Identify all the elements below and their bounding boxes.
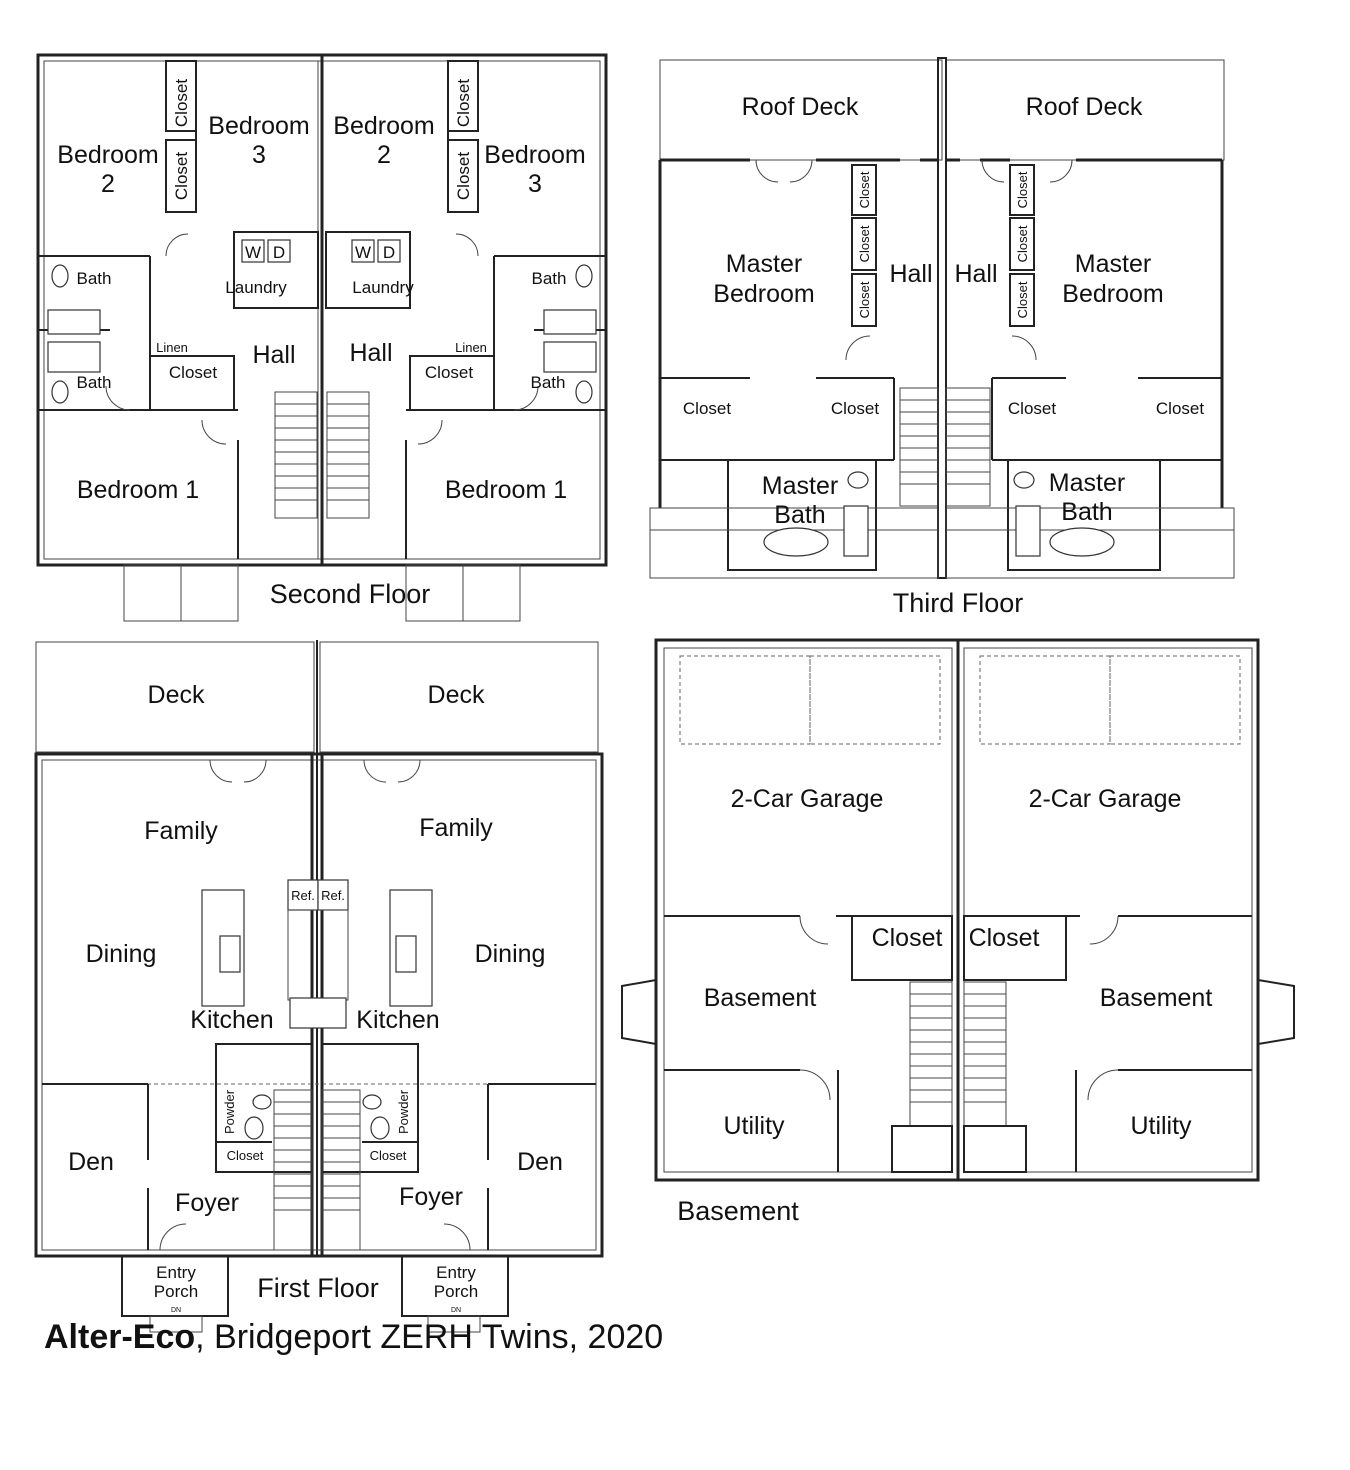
linen-label: Linen (156, 340, 188, 355)
ref-label: Ref. (321, 888, 345, 903)
basement-room-label: Basement (1100, 984, 1213, 1012)
basement-plan (621, 638, 1295, 1182)
closet-label: Closet (1015, 225, 1030, 262)
caption-rest: , Bridgeport ZERH Twins, 2020 (195, 1318, 664, 1356)
linen-label: Linen (455, 340, 487, 355)
hall-label: Hall (954, 260, 997, 288)
ref-label: Ref. (291, 888, 315, 903)
closet-label: Closet (370, 1148, 407, 1163)
laundry-label: Laundry (352, 278, 414, 297)
closet-label: Closet (1008, 399, 1056, 418)
bath-label: Bath (77, 269, 112, 288)
first-floor-title: First Floor (257, 1273, 379, 1303)
closet-label: Closet (1015, 281, 1030, 318)
closet-label: Closet (969, 924, 1040, 952)
roof-deck-label: Roof Deck (742, 93, 859, 121)
dining-label: Dining (86, 940, 157, 968)
family-label: Family (419, 814, 493, 842)
dining-label: Dining (475, 940, 546, 968)
closet-label: Closet (1156, 399, 1204, 418)
den-label: Den (517, 1148, 563, 1176)
second-floor-plan (36, 53, 608, 622)
roof-deck-label: Roof Deck (1026, 93, 1143, 121)
room-bedroom-1-left: Bedroom 1 (77, 476, 199, 504)
washer-label: W (355, 243, 371, 262)
bath-label: Bath (77, 373, 112, 392)
utility-label: Utility (1130, 1112, 1192, 1140)
closet-label: Closet (872, 924, 943, 952)
washer-label: W (245, 243, 261, 262)
closet-label: Closet (227, 1148, 264, 1163)
closet-label: Closet (172, 152, 191, 200)
closet-label: Closet (831, 399, 879, 418)
dryer-label: D (383, 243, 395, 262)
closet-label: Closet (683, 399, 731, 418)
closet-label: Closet (454, 79, 473, 127)
utility-label: Utility (723, 1112, 785, 1140)
closet-label: Closet (857, 225, 872, 262)
deck-label: Deck (428, 681, 485, 709)
kitchen-label: Kitchen (356, 1006, 439, 1034)
bath-label: Bath (532, 269, 567, 288)
closet-label: Closet (1015, 171, 1030, 208)
bath-label: Bath (531, 373, 566, 392)
third-floor-plan (649, 57, 1235, 579)
closet-label: Closet (857, 171, 872, 208)
den-label: Den (68, 1148, 114, 1176)
third-floor-title: Third Floor (893, 588, 1024, 618)
laundry-label: Laundry (225, 278, 287, 297)
hall-label: Hall (349, 339, 392, 367)
deck-label: Deck (148, 681, 205, 709)
dryer-label: D (273, 243, 285, 262)
closet-label: Closet (425, 363, 473, 382)
basement-labels: 2-Car Garage 2-Car Garage Closet Closet … (677, 785, 1212, 1226)
basement-title: Basement (677, 1196, 799, 1226)
second-floor-title: Second Floor (270, 579, 431, 609)
closet-label: Closet (857, 281, 872, 318)
dn-label: DN (451, 1307, 461, 1314)
hall-label: Hall (252, 341, 295, 369)
garage-label: 2-Car Garage (1029, 785, 1182, 813)
caption-brand: Alter-Eco (44, 1318, 196, 1356)
room-bedroom-1-right: Bedroom 1 (445, 476, 567, 504)
kitchen-label: Kitchen (190, 1006, 273, 1034)
foyer-label: Foyer (399, 1183, 463, 1211)
family-label: Family (144, 817, 218, 845)
hall-label: Hall (889, 260, 932, 288)
caption: Alter-Eco, Bridgeport ZERH Twins, 2020 (44, 1318, 663, 1357)
closet-label: Closet (172, 79, 191, 127)
closet-label: Closet (169, 363, 217, 382)
garage-label: 2-Car Garage (731, 785, 884, 813)
powder-label: Powder (222, 1089, 237, 1134)
powder-label: Powder (396, 1089, 411, 1134)
basement-room-label: Basement (704, 984, 817, 1012)
dn-label: DN (171, 1307, 181, 1314)
first-floor-labels: Deck Deck Family Family Dining Dining Ki… (68, 681, 563, 1314)
first-floor-plan (34, 640, 604, 1333)
closet-label: Closet (454, 152, 473, 200)
foyer-label: Foyer (175, 1189, 239, 1217)
